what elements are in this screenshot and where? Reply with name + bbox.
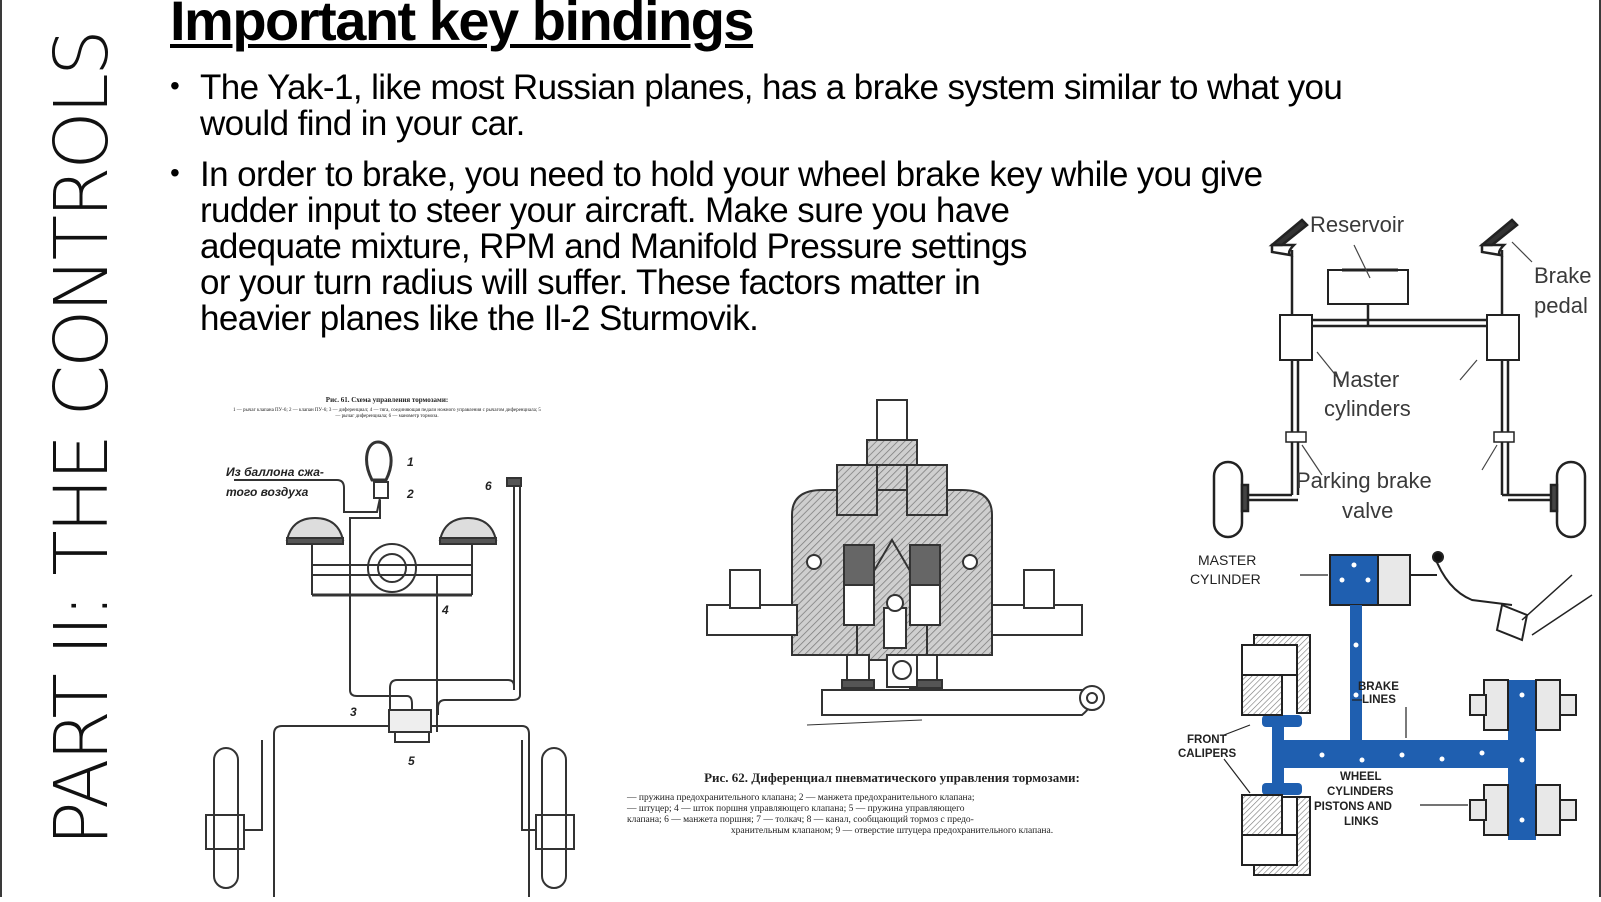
label-front-calipers-1: FRONT — [1187, 734, 1227, 746]
callout-3: 3 — [350, 705, 357, 719]
bullet-line: adequate mixture, RPM and Manifold Press… — [200, 227, 1027, 266]
brake-fluid-drawing: MASTER CYLINDER BRAKE LINES FRONT CALIPE… — [1178, 551, 1593, 876]
bullet-line: heavier planes like the Il-2 Sturmovik. — [200, 299, 759, 338]
air-label-line-2: того воздуха — [226, 485, 309, 499]
label-brake-lines-1: BRAKE — [1358, 681, 1399, 693]
label-reservoir: Reservoir — [1310, 212, 1404, 237]
label-parking-2: valve — [1342, 498, 1393, 523]
callout-2: 2 — [406, 487, 414, 501]
hydraulic-drawing: Reservoir Brake pedal Master cylinders P… — [1212, 212, 1591, 539]
label-master-1: Master — [1332, 367, 1399, 392]
figure-62-caption-body: — пружина предохранительного клапана; 2 … — [627, 793, 1157, 837]
label-parking-1: Parking brake — [1296, 468, 1432, 493]
bullet-line: rudder input to steer your aircraft. Mak… — [200, 191, 1010, 230]
bullet-line: The Yak-1, like most Russian planes, has… — [200, 68, 1343, 107]
figure-62-caption-line: — пружина предохранительного клапана; 2 … — [627, 793, 975, 803]
label-brake-pedal-1: Brake — [1534, 263, 1591, 288]
callout-4: 4 — [441, 603, 449, 617]
callout-5: 5 — [408, 754, 415, 768]
figure-62-caption-title: Рис. 62. Диференциал пневматического упр… — [704, 770, 1080, 785]
bullet-line: would find in your car. — [200, 104, 525, 143]
label-brake-lines-2: LINES — [1362, 694, 1396, 706]
bullet-item: The Yak-1, like most Russian planes, has… — [170, 68, 1530, 143]
slide-heading: Important key bindings — [170, 0, 755, 52]
figure-61-caption-title: Рис. 61. Схема управления тормозами: — [325, 396, 449, 404]
label-brake-pedal-2: pedal — [1534, 293, 1588, 318]
figure-hydraulic-system: Reservoir Brake pedal Master cylinders P… — [1172, 200, 1601, 540]
callout-1: 1 — [407, 455, 414, 469]
figure-differential: Рис. 62. Диференциал пневматического упр… — [622, 370, 1162, 897]
figure-brake-fluid: MASTER CYLINDER BRAKE LINES FRONT CALIPE… — [1172, 535, 1601, 897]
label-wheel-cylinders-2: CYLINDERS — [1327, 786, 1394, 798]
figure-62-caption-line: — штуцер; 4 — шток поршня управляющего к… — [627, 804, 965, 814]
section-title: PART II: THE CONTROLS — [39, 32, 125, 846]
figure-brake-scheme: Рис. 61. Схема управления тормозами: 1 —… — [202, 390, 582, 897]
label-front-calipers-2: CALIPERS — [1178, 748, 1236, 760]
bullet-line: or your turn radius will suffer. These f… — [200, 263, 981, 302]
figure-62-caption-line: хранительным клапаном; 9 — отверстие шту… — [730, 826, 1054, 836]
callout-6: 6 — [485, 479, 492, 493]
bullet-list: The Yak-1, like most Russian planes, has… — [170, 68, 1530, 352]
figure-61-caption-body: 1 — рычаг клапана ПУ-6; 2 — клапан ПУ-6;… — [233, 408, 541, 419]
label-master-cylinder-2: CYLINDER — [1190, 571, 1261, 587]
label-master-cylinder-1: MASTER — [1198, 552, 1256, 568]
differential-drawing — [706, 399, 1105, 726]
label-wheel-cylinders-1: WHEEL — [1340, 771, 1382, 783]
bullet-item: In order to brake, you need to hold your… — [170, 155, 1530, 338]
label-wheel-cylinders-4: LINKS — [1344, 816, 1379, 828]
bullet-line: In order to brake, you need to hold your… — [200, 155, 1263, 194]
figure-62-caption-line: клапана; 6 — манжета поршня; 7 — толкач;… — [627, 815, 974, 825]
label-wheel-cylinders-3: PISTONS AND — [1314, 801, 1392, 813]
fluid-droplets — [1319, 562, 1525, 823]
label-master-2: cylinders — [1324, 396, 1411, 421]
air-label-line-1: Из баллона сжа- — [226, 465, 324, 479]
brake-scheme-drawing: Из баллона сжа- того воздуха 1 2 3 4 5 6 — [205, 440, 575, 897]
